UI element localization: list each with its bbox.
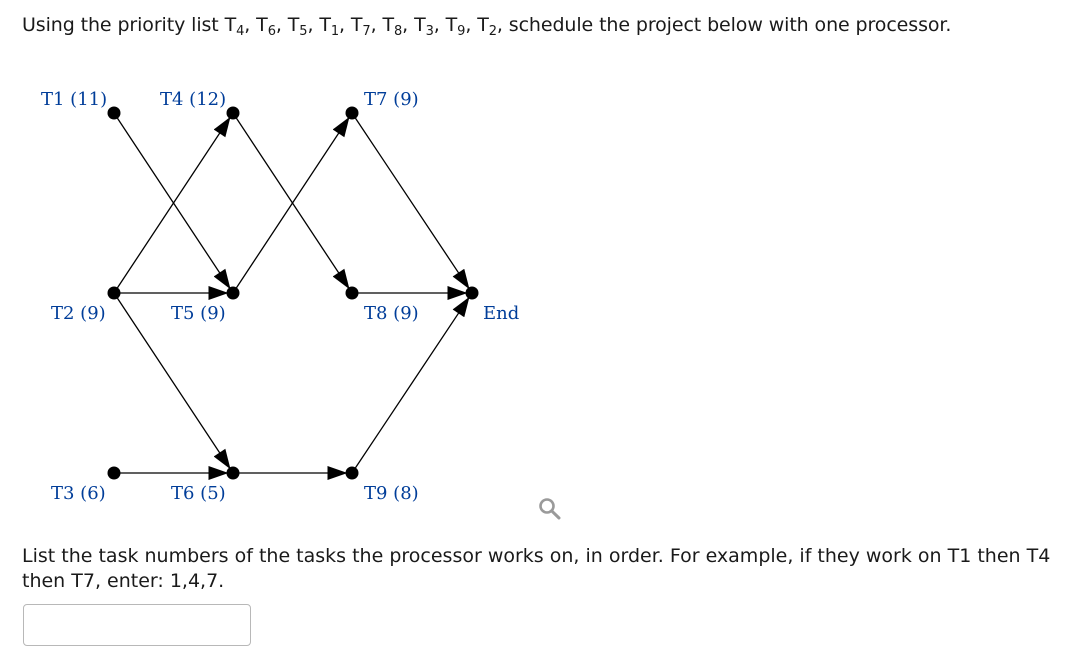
priority-task-number: 7 [362,24,371,39]
instruction-text: List the task numbers of the tasks the p… [22,545,1051,592]
node-t3 [107,466,121,480]
task-digraph: T1 (11) T4 (12) T7 (9) T2 (9) T5 (9) T8 (9) En… [41,89,519,504]
node-t8 [345,286,359,300]
node-label-t1: T1 (11) [41,89,107,110]
edge-t1-to-t5 [113,112,231,290]
edges [113,112,470,480]
priority-task: T6 [256,14,276,39]
priority-task: T8 [382,14,403,39]
priority-task: T4 [224,14,245,39]
priority-task: T3 [414,14,434,39]
node-t7 [345,106,359,120]
priority-separator: , [465,14,478,36]
node-label-t6: T6 (5) [171,483,226,504]
priority-task: T9 [445,14,466,39]
priority-separator: , [402,14,415,36]
node-label-t7: T7 (9) [364,89,419,110]
edge-t2-to-t6 [113,292,231,470]
edge-t5-to-t7 [232,116,350,294]
priority-separator: , [433,14,446,36]
priority-task-number: 8 [394,24,403,39]
priority-separator: , [275,14,288,36]
node-t9 [345,466,359,480]
priority-separator: , [370,14,383,36]
node-label-t5: T5 (9) [171,303,226,324]
node-t4 [226,106,240,120]
edge-t4-to-t8 [232,112,350,290]
question-text: Using the priority list T4, T6, T5, T1, … [22,14,952,39]
priority-task-number: 5 [299,24,308,39]
node-t1 [107,106,121,120]
node-t5 [226,286,240,300]
priority-task-number: 1 [330,24,340,39]
node-label-t4: T4 (12) [160,89,226,110]
priority-list: T4, T6, T5, T1, T7, T8, T3, T9, T2 [224,14,497,39]
priority-task: T7 [350,14,371,39]
node-label-t2: T2 (9) [51,303,106,324]
priority-task: T5 [287,14,308,39]
node-t6 [226,466,240,480]
nodes: T1 (11) T4 (12) T7 (9) T2 (9) T5 (9) T8 (9) En… [41,89,519,504]
edge-t2-to-t4 [113,116,231,294]
priority-separator: , [339,14,351,36]
node-end [465,286,479,300]
node-label-end: End [483,303,519,324]
priority-task-number: 2 [488,24,497,39]
node-label-t9: T9 (8) [364,483,419,504]
node-t2 [107,286,121,300]
priority-task-number: 6 [267,24,276,39]
answer-input[interactable] [23,604,251,646]
priority-separator: , [307,14,320,36]
priority-separator: , [244,14,257,36]
node-label-t8: T8 (9) [364,303,419,324]
edge-t9-to-end [351,296,470,474]
node-label-t3: T3 (6) [51,483,106,504]
magnifier-icon[interactable] [536,496,562,522]
question-outro: , schedule the project below with one pr… [496,14,952,36]
priority-task-number: 4 [236,24,245,39]
priority-task: T1 [319,14,340,39]
priority-task: T2 [477,14,497,39]
edge-t7-to-end [351,112,470,290]
priority-task-number: 3 [425,24,434,39]
priority-task-number: 9 [457,24,466,39]
question-intro: Using the priority list [22,14,225,36]
